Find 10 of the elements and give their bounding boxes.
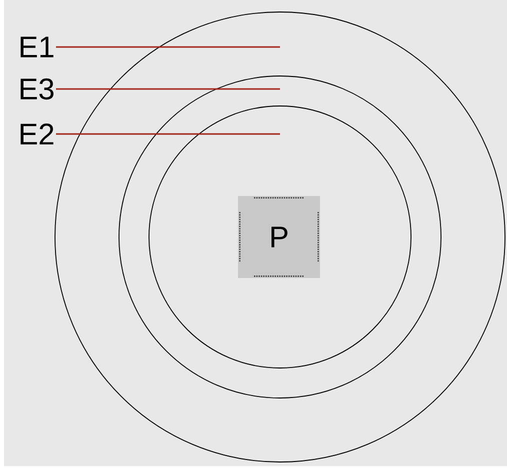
label-text: E1: [20, 36, 54, 58]
leader-line: [56, 46, 280, 48]
ring-circle: [54, 12, 506, 462]
leader-line: [56, 133, 280, 135]
ring-circle: [148, 106, 412, 368]
leader-line: [56, 88, 280, 90]
square-box: P: [238, 196, 320, 278]
label-text: E2: [20, 124, 54, 144]
ring-circle: [118, 76, 442, 398]
label-text: E3: [20, 78, 54, 100]
